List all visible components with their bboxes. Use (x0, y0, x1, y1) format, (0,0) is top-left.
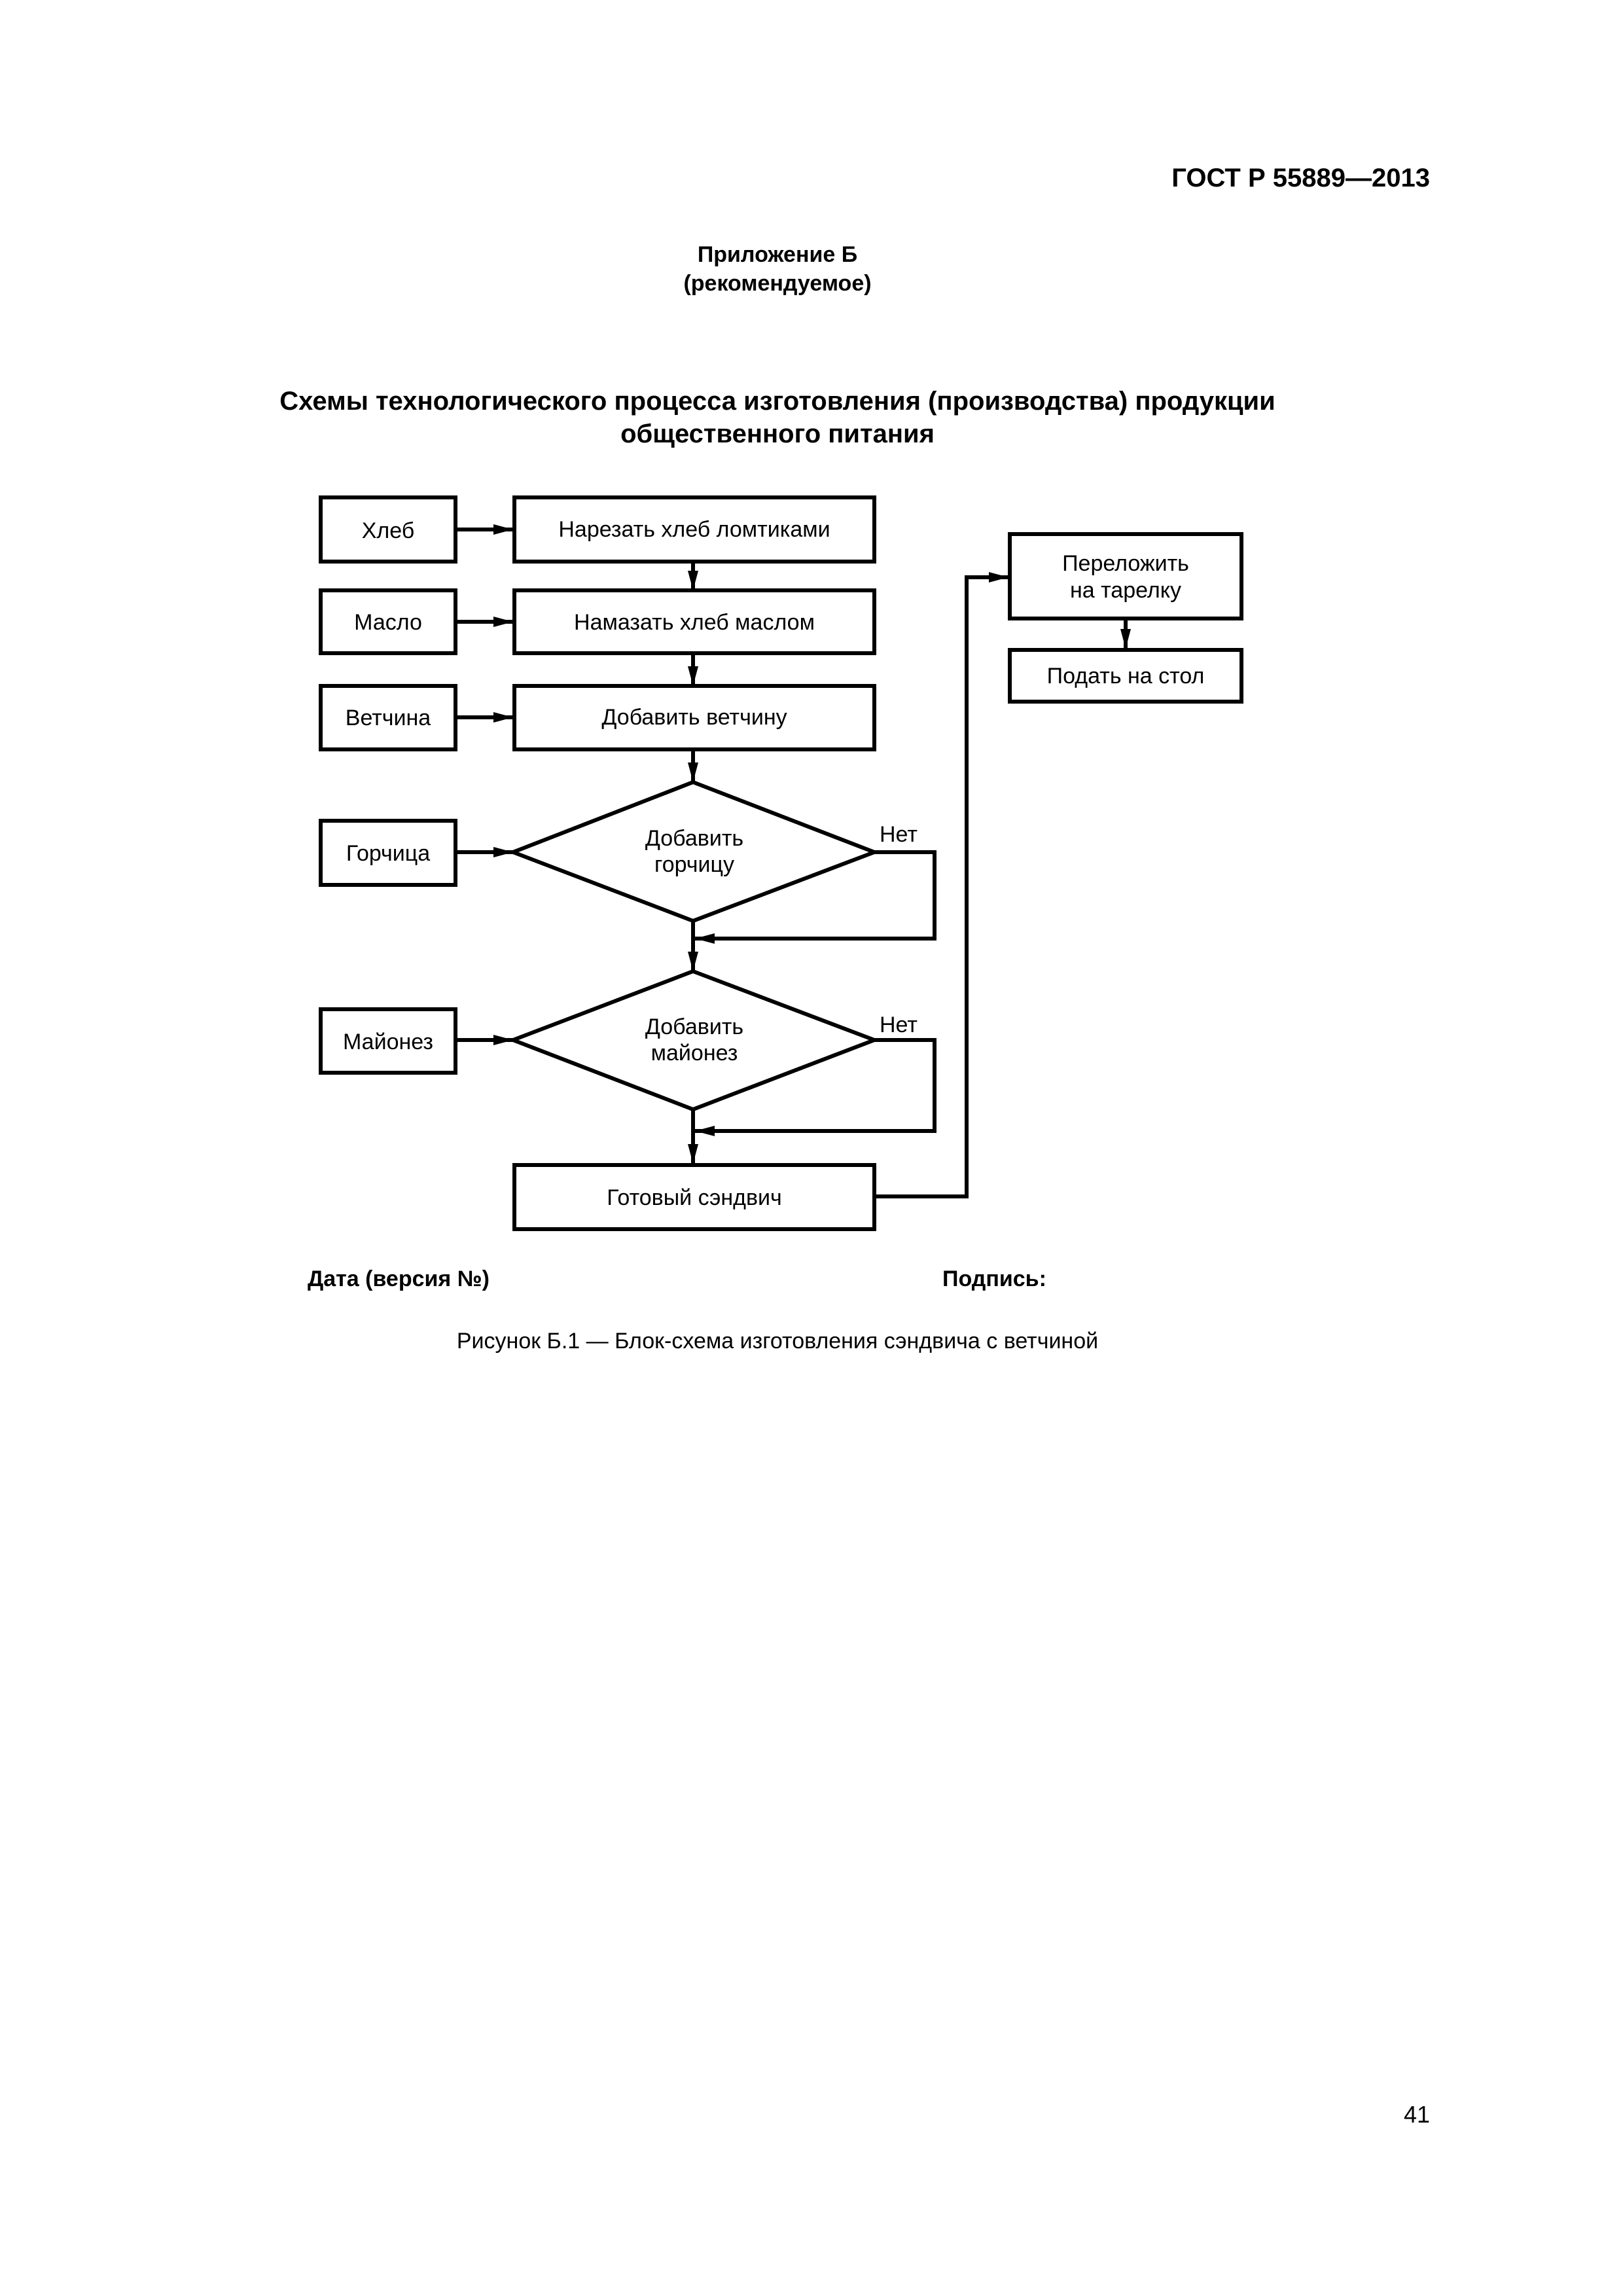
svg-text:Ветчина: Ветчина (346, 706, 431, 730)
svg-text:на тарелку: на тарелку (1070, 578, 1181, 603)
svg-text:Горчица: Горчица (346, 841, 430, 866)
page-number: 41 (1404, 2101, 1430, 2128)
svg-text:Нарезать хлеб ломтиками: Нарезать хлеб ломтиками (558, 517, 830, 542)
date-label: Дата (версия №) (308, 1266, 490, 1291)
svg-text:Добавить ветчину: Добавить ветчину (601, 705, 787, 730)
step-add-ham: Добавить ветчину (512, 684, 876, 751)
figure-caption: Рисунок Б.1 — Блок-схема изготовления сэ… (457, 1329, 1098, 1354)
no-label-mustard: Нет (880, 822, 918, 847)
input-mayonnaise: Майонез (319, 1007, 457, 1075)
decision-mustard: Добавить горчицу (507, 780, 880, 924)
svg-text:Добавить: Добавить (645, 826, 743, 851)
svg-text:майонез: майонез (651, 1041, 738, 1066)
svg-text:Подать на стол: Подать на стол (1047, 664, 1205, 689)
page-title-line2: общественного питания (620, 420, 935, 448)
step-serve: Подать на стол (1008, 648, 1243, 704)
connector-to-plate (874, 572, 1008, 1198)
no-label-mayonnaise: Нет (880, 1013, 918, 1037)
signature-label: Подпись: (942, 1266, 1046, 1291)
input-butter: Масло (319, 588, 457, 655)
svg-text:горчицу: горчицу (654, 852, 734, 877)
step-put-on-plate: Переложить на тарелку (1008, 532, 1243, 620)
svg-text:Хлеб: Хлеб (362, 518, 415, 543)
svg-text:Майонез: Майонез (343, 1030, 433, 1054)
input-arrows (455, 524, 513, 1045)
svg-text:Масло: Масло (354, 610, 422, 635)
decision-mayonnaise: Добавить майонез (507, 969, 880, 1112)
page-title-line1: Схемы технологического процесса изготовл… (279, 387, 1275, 416)
svg-text:Добавить: Добавить (645, 1014, 743, 1039)
step-butter-bread: Намазать хлеб маслом (512, 588, 876, 655)
svg-text:Готовый сэндвич: Готовый сэндвич (607, 1185, 781, 1210)
result-sandwich: Готовый сэндвич (512, 1163, 876, 1231)
input-bread: Хлеб (319, 495, 457, 564)
step-slice-bread: Нарезать хлеб ломтиками (512, 495, 876, 564)
svg-text:Переложить: Переложить (1062, 551, 1189, 576)
standard-number: ГОСТ Р 55889—2013 (1171, 164, 1430, 192)
no-branch-mustard (695, 850, 936, 944)
svg-text:Намазать хлеб маслом: Намазать хлеб маслом (574, 610, 815, 635)
no-branch-mayonnaise (695, 1038, 936, 1136)
appendix-heading: Приложение Б (698, 242, 857, 267)
appendix-status: (рекомендуемое) (683, 271, 871, 296)
input-mustard: Горчица (319, 819, 457, 887)
input-ham: Ветчина (319, 684, 457, 751)
